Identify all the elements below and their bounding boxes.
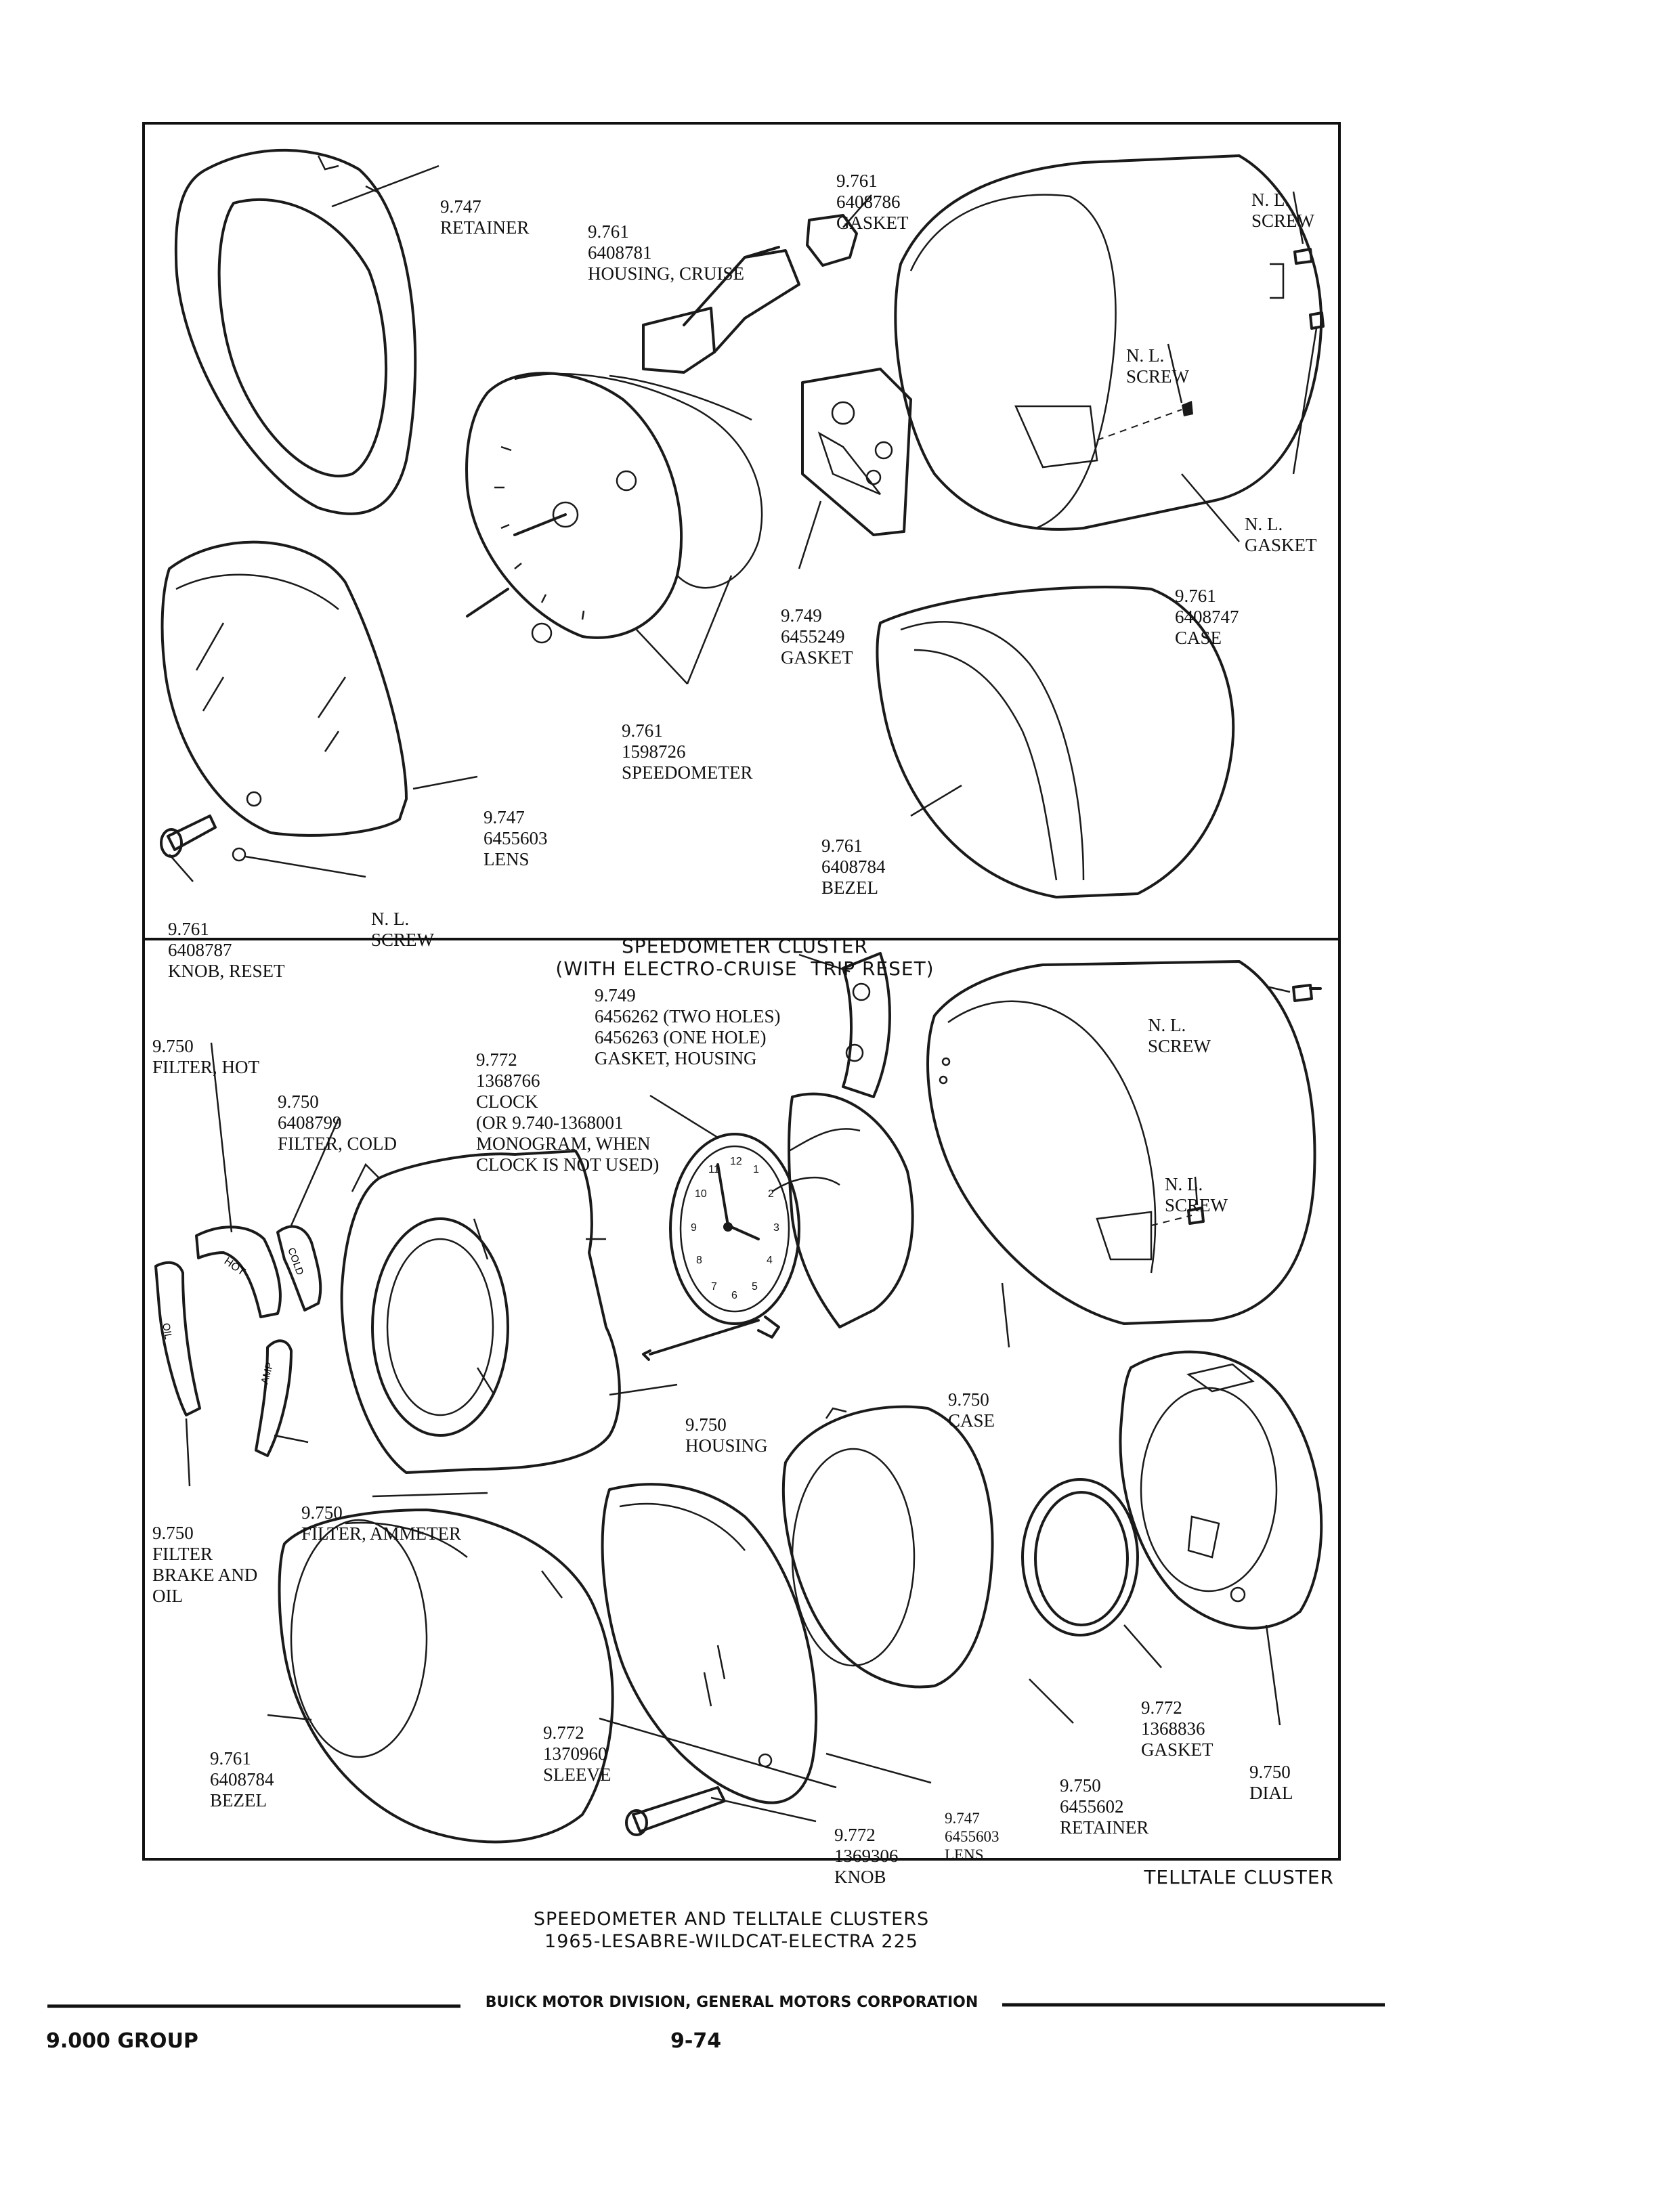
label-screw-case-mid: N. L.SCREW — [1165, 1174, 1228, 1215]
filter-mark-amp: AMP — [259, 1361, 276, 1385]
gasket-plate-drawing — [801, 368, 912, 536]
telltale-retainer-drawing — [781, 1405, 994, 1689]
filter-mark-cold: COLD — [285, 1246, 305, 1277]
speedo-bezel-drawing — [876, 586, 1235, 898]
clock-numeral: 3 — [773, 1222, 779, 1234]
telltale-housing-drawing — [340, 1150, 621, 1474]
filter-oil-drawing — [154, 1261, 201, 1416]
filter-cold-drawing — [276, 1225, 322, 1311]
footer-group: 9.000 GROUP — [46, 2029, 198, 2053]
clock-drawing — [642, 1092, 914, 1361]
filter-mark-oil: OIL — [160, 1322, 174, 1341]
top-leader-lines — [169, 165, 1318, 882]
filter-hot-drawing — [195, 1226, 282, 1318]
clock-numeral: 10 — [695, 1188, 707, 1200]
bottom-panel-title: TELLTALE CLUSTER — [1144, 1866, 1334, 1888]
label-gasket-nl: N. L.GASKET — [1245, 514, 1317, 555]
clock-numeral: 1 — [753, 1164, 759, 1175]
footer-page: 9-74 — [670, 2029, 722, 2053]
case-screws-drawing — [1293, 248, 1325, 330]
cruise-housing-drawing — [642, 246, 800, 374]
diagram-frame — [142, 122, 1341, 1861]
telltale-gasket-drawing — [1021, 1478, 1139, 1636]
clock-numeral: 9 — [691, 1222, 697, 1234]
clock-numeral: 4 — [767, 1255, 773, 1266]
footer-company: BUICK MOTOR DIVISION, GENERAL MOTORS COR… — [485, 1994, 979, 2011]
clock-numeral: 2 — [768, 1188, 774, 1200]
clock-numeral: 6 — [731, 1290, 737, 1301]
clock-numeral: 5 — [752, 1281, 758, 1293]
label-screw-case-top: N. L.SCREW — [1148, 1015, 1211, 1056]
telltale-dial-drawing — [1119, 1350, 1323, 1630]
lens-drawing — [160, 540, 408, 837]
label-screw-center: N. L.SCREW — [1126, 345, 1190, 387]
clock-numeral: 12 — [730, 1156, 742, 1167]
clock-numeral: 11 — [708, 1164, 720, 1175]
clock-numeral: 8 — [696, 1255, 702, 1266]
speedo-case-drawing — [894, 154, 1323, 531]
knob-reset-drawing — [160, 815, 246, 862]
gasket-housing-drawing — [842, 952, 891, 1098]
telltale-lens-drawing — [601, 1483, 818, 1804]
filter-ammeter-drawing — [255, 1339, 293, 1457]
retainer-ring-drawing — [174, 148, 417, 515]
clock-numerals: 12 1 2 3 4 5 6 7 8 9 10 11 — [691, 1156, 779, 1301]
telltale-knob-drawing — [625, 1786, 726, 1836]
top-panel-title: SPEEDOMETER CLUSTER(WITH ELECTRO-CRUISE … — [555, 935, 934, 980]
telltale-case-drawing — [926, 960, 1316, 1325]
telltale-bezel-drawing — [278, 1509, 614, 1844]
small-gasket-drawing — [806, 214, 858, 267]
telltale-case-screw-drawing — [1292, 984, 1322, 1002]
bottom-leader-lines — [185, 953, 1291, 1823]
label-screw-knob: N. L.SCREW — [371, 909, 435, 950]
clock-numeral: 7 — [711, 1281, 717, 1293]
label-screw-top-right: N. L.SCREW — [1251, 190, 1315, 231]
speedometer-drawing — [465, 372, 763, 644]
